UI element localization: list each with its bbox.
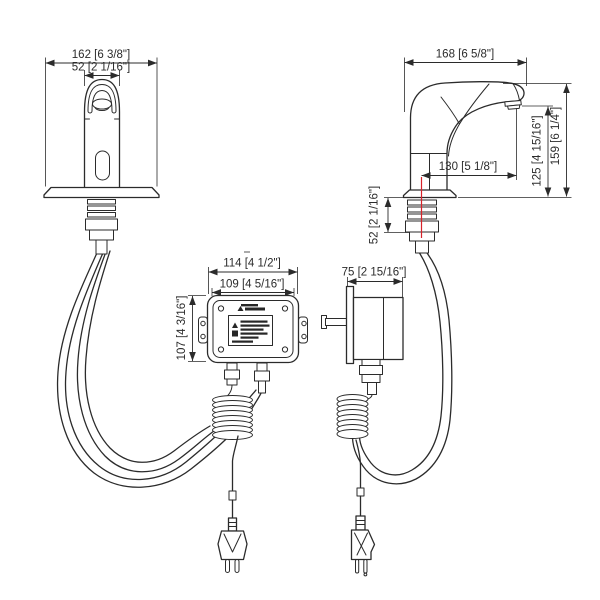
dim-box-body-width: 109 [4 5/16"] [211,279,295,296]
dim-label-front-overall-width: 162 [6 3/8"] [72,49,130,61]
mounting-tab-left [198,316,208,344]
dim-label-box-overall-width: 114 [4 1/2"] [223,258,281,270]
dim-label-front-spout-width: 52 [2 1/16"] [72,62,130,74]
dim-label-side-spout-reach: 130 [5 1/8"] [439,161,497,173]
dim-front-spout-width: 52 [2 1/16"] [72,62,130,86]
control-box-side-view [321,285,404,402]
brand-mark [237,304,265,311]
dim-box-overall-width: 114 [4 1/2"] [208,258,298,294]
dim-box-depth: 75 [2 15/16"] [342,267,407,297]
cord-joint [356,487,365,497]
coiled-cable-front [212,395,253,440]
box-fittings-front [223,362,270,400]
mounting-tab-right [298,316,308,344]
plug-prong [234,559,240,573]
warning-label [228,315,273,346]
dim-label-side-shank: 52 [2 1/16"] [369,186,381,244]
dim-side-overall-height: 159 [6 1/4"] [458,83,572,198]
deck-plate-side [402,189,457,199]
box-fittings-side [357,359,383,402]
faucet-side-view: 168 [6 5/8"] 130 [5 1/8"] [321,49,572,577]
sensor-window [95,150,110,181]
plug-prong [225,559,230,573]
dim-label-box-body-width: 109 [4 5/16"] [220,279,285,291]
prong-tip [363,572,368,577]
power-cord-side [355,439,365,517]
power-cord-front [228,435,239,519]
mounting-plate [345,285,355,365]
deck-plate-front [43,186,160,199]
power-plug-front [217,517,248,573]
spout-mouth-front [87,84,117,114]
dim-box-height: 107 [4 3/16"] [176,295,206,362]
coiled-cable-side [336,394,369,439]
dim-label-box-height: 107 [4 3/16"] [176,296,188,361]
faucet-body-side [409,81,525,193]
shank-side [405,177,439,254]
cord-joint [228,490,237,501]
plug-prong [363,559,368,574]
dim-side-shank: 52 [2 1/16"] [369,186,409,244]
aerator-outlet [504,100,522,110]
mounting-pin [325,318,347,326]
dim-label-box-depth: 75 [2 15/16"] [342,267,407,279]
dim-label-side-outlet-height: 125 [4 15/16"] [532,115,544,186]
dim-front-overall-width: 162 [6 3/8"] [45,49,158,187]
supply-hose-loop-side [351,252,453,485]
shank-front [85,199,118,255]
dim-side-spout-reach: 130 [5 1/8"] [421,108,517,180]
plug-prong [355,559,360,574]
dim-label-side-overall-depth: 168 [6 5/8"] [436,49,494,61]
dim-side-outlet-height: 125 [4 15/16"] [522,105,553,197]
faucet-body-front [83,78,121,187]
control-box-front-view: 114 [4 1/2"] 109 [4 5/16"] 107 [4 3/16"] [176,251,308,573]
power-plug-side [350,515,376,577]
dim-label-side-overall-height: 159 [6 1/4"] [550,107,562,165]
control-box-body [206,294,300,364]
dim-side-overall-depth: 168 [6 5/8"] [404,49,527,112]
